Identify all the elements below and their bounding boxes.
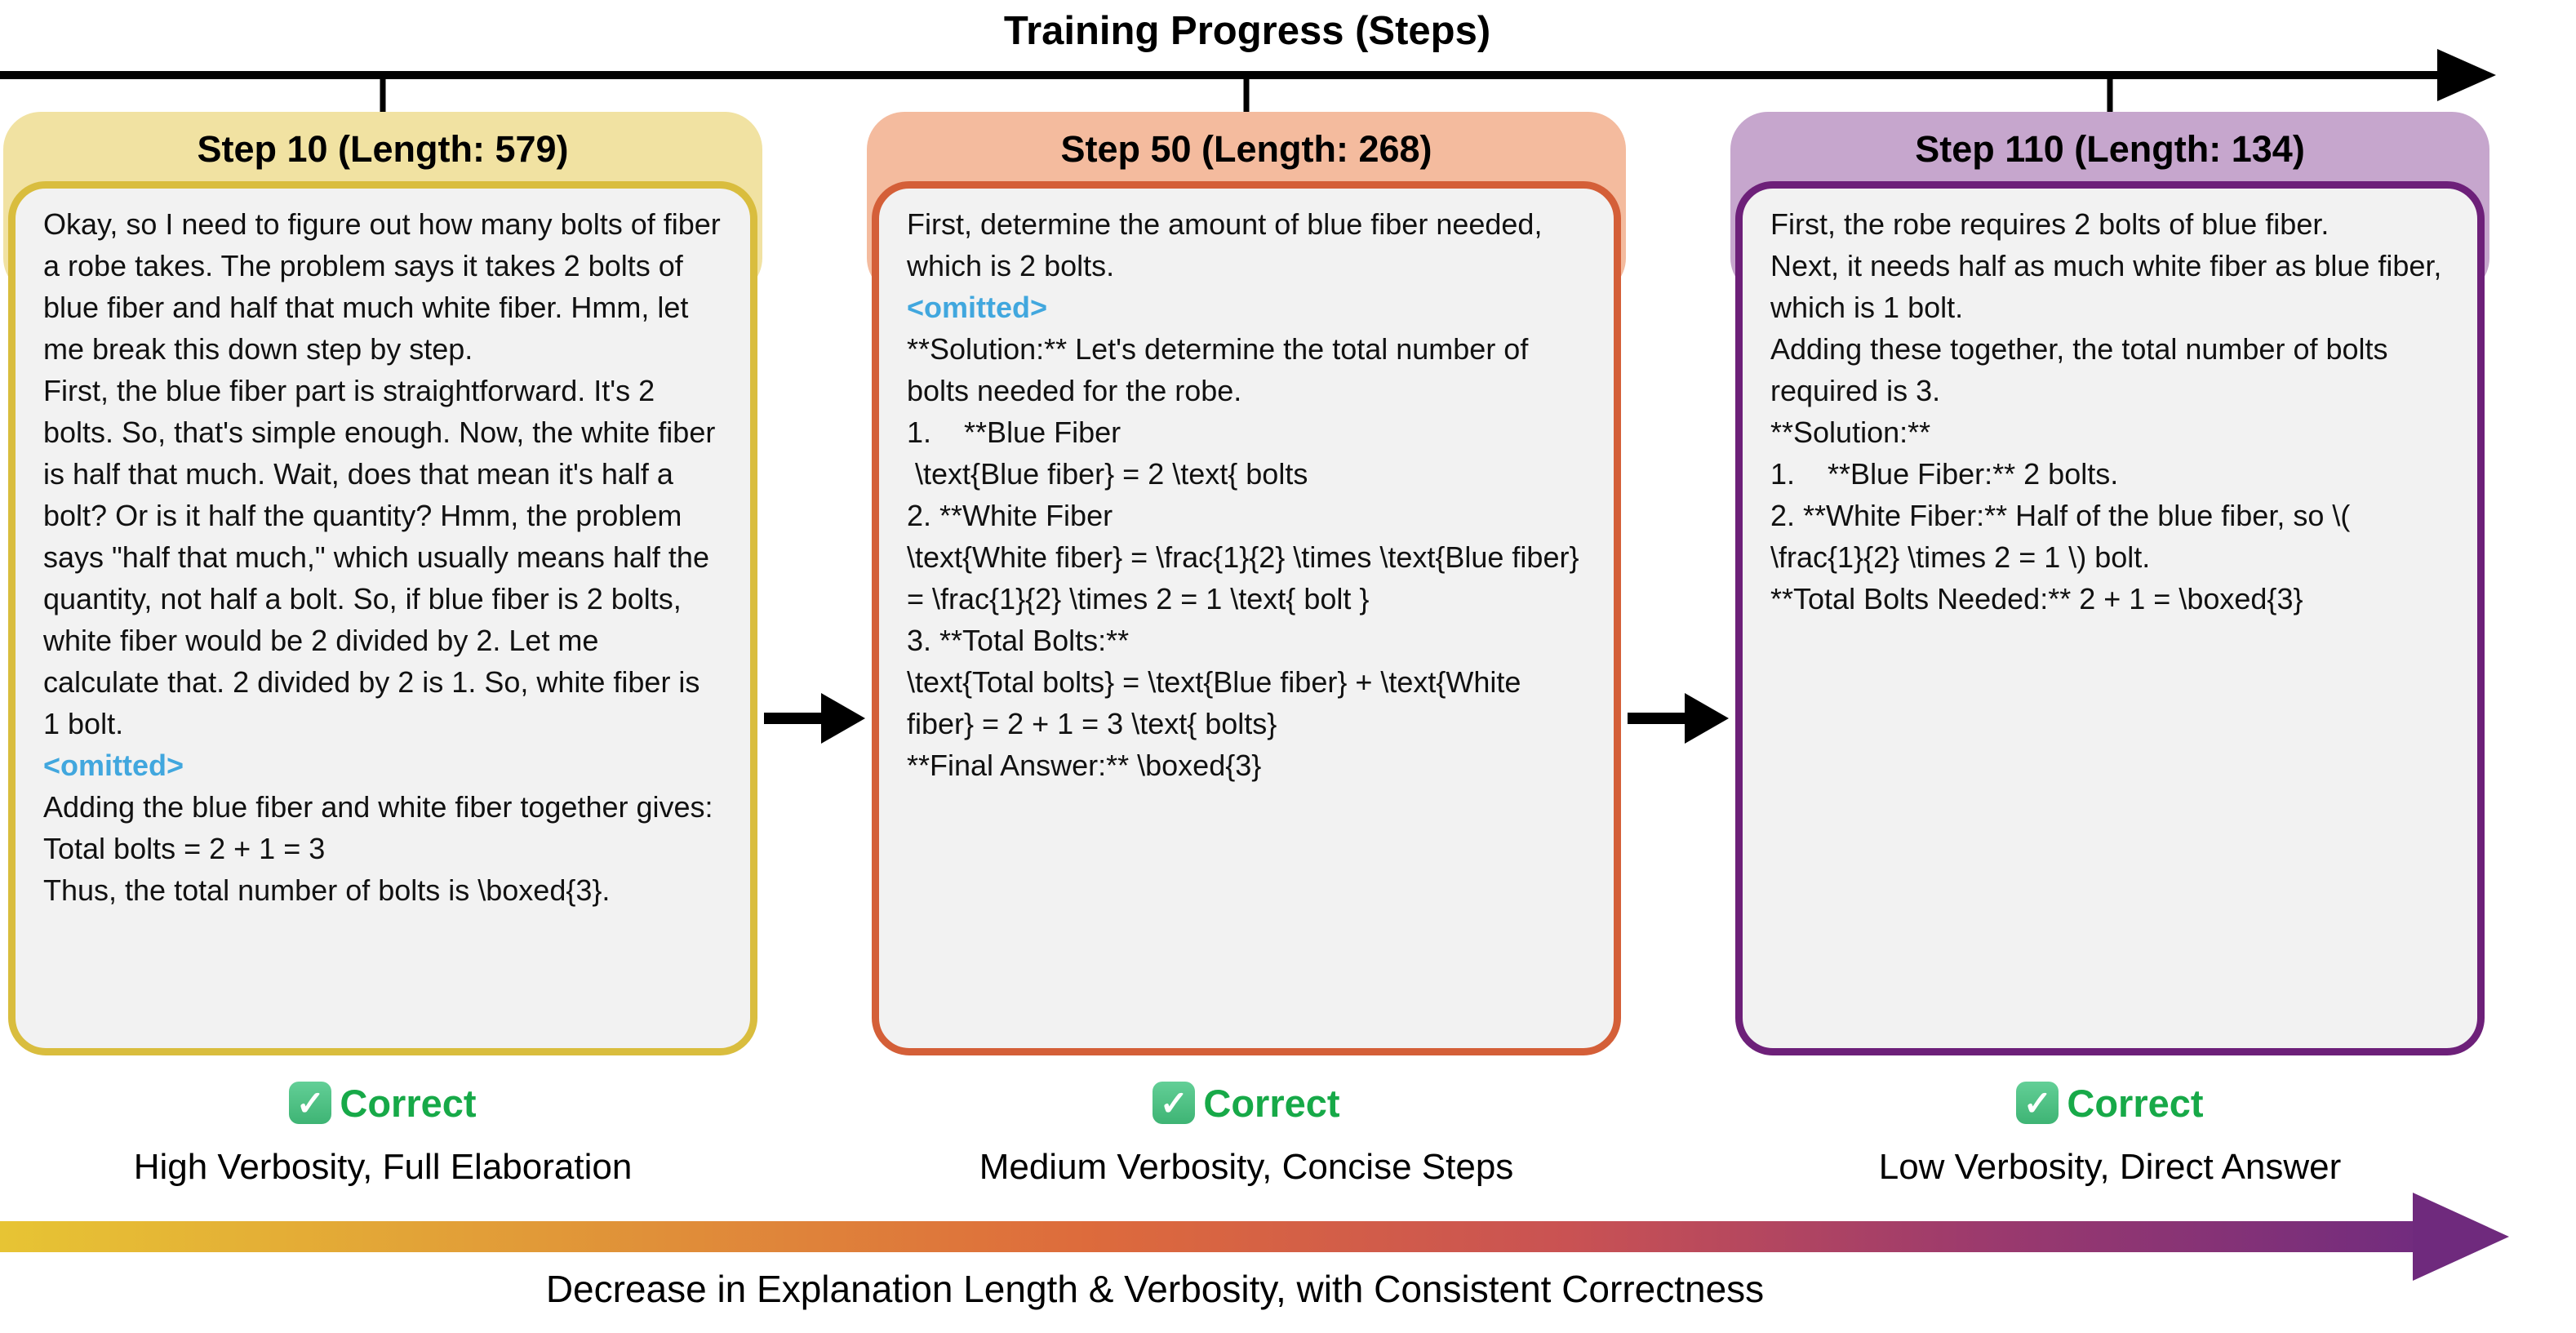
flow-arrow-1 xyxy=(764,693,867,744)
verdict-label: Correct xyxy=(1203,1081,1340,1125)
panel-text-segment: Thus, the total number of bolts is \boxe… xyxy=(43,873,611,907)
panel-text-segment: First, determine the amount of blue fibe… xyxy=(907,207,1551,282)
check-icon: ✓ xyxy=(289,1082,332,1124)
check-icon: ✓ xyxy=(2016,1082,2059,1124)
panel-title: Step 50 (Length: 268) xyxy=(1060,128,1432,170)
panel-content: Okay, so I need to figure out how many b… xyxy=(8,181,757,1055)
panel-text-segment: **Solution:** Let's determine the total … xyxy=(907,332,1537,407)
panel-content: First, the robe requires 2 bolts of blue… xyxy=(1735,181,2485,1055)
gradient-arrowhead-icon xyxy=(2413,1193,2509,1281)
flow-arrow-shaft xyxy=(1628,713,1686,724)
figure-title: Training Progress (Steps) xyxy=(1003,9,1491,53)
panels-row: Step 10 (Length: 579) Okay, so I need to… xyxy=(3,74,2489,1188)
panel: Step 110 (Length: 134) First, the robe r… xyxy=(1730,112,2489,1055)
verdict-badge: ✓ Correct xyxy=(289,1080,477,1126)
right-arrow-icon xyxy=(821,693,865,744)
timeline-tick xyxy=(1243,74,1250,113)
panel-text-segment: Total bolts = 2 + 1 = 3 xyxy=(43,832,326,865)
panel: Step 50 (Length: 268) First, determine t… xyxy=(867,112,1626,1055)
verbosity-caption: High Verbosity, Full Elaboration xyxy=(133,1147,633,1187)
panel-text-segment: Okay, so I need to figure out how many b… xyxy=(43,207,729,366)
timeline-tick xyxy=(380,74,386,113)
panel-content: First, determine the amount of blue fibe… xyxy=(872,181,1621,1055)
panel-column: Step 50 (Length: 268) First, determine t… xyxy=(867,74,1626,1188)
omitted-marker: <omitted> xyxy=(907,291,1048,324)
omitted-marker: <omitted> xyxy=(43,749,184,782)
panel-column: Step 110 (Length: 134) First, the robe r… xyxy=(1730,74,2489,1188)
verbosity-caption: Low Verbosity, Direct Answer xyxy=(1878,1147,2342,1187)
panel-title: Step 10 (Length: 579) xyxy=(197,128,569,170)
verdict-label: Correct xyxy=(2067,1081,2204,1125)
panel-text-segment: \text{Blue fiber} = 2 \text{ bolts xyxy=(907,457,1308,491)
verbosity-caption: Medium Verbosity, Concise Steps xyxy=(979,1147,1514,1187)
panel-text-segment: **Total Bolts Needed:** 2 + 1 = \boxed{3… xyxy=(1770,582,2303,615)
verdict-label: Correct xyxy=(340,1081,477,1125)
verdict-badge: ✓ Correct xyxy=(2016,1080,2204,1126)
panel-text-segment: **Final Answer:** \boxed{3} xyxy=(907,749,1262,782)
flow-arrow-shaft xyxy=(764,713,823,724)
panel-title: Step 110 (Length: 134) xyxy=(1915,128,2305,170)
gradient-arrow-bar xyxy=(0,1221,2414,1252)
bottom-caption: Decrease in Explanation Length & Verbosi… xyxy=(545,1268,1765,1310)
panel-text-segment: 1. **Blue Fiber:** 2 bolts. xyxy=(1770,457,2119,491)
right-arrow-icon xyxy=(1685,693,1729,744)
panel-column: Step 10 (Length: 579) Okay, so I need to… xyxy=(3,74,762,1188)
verdict-badge: ✓ Correct xyxy=(1153,1080,1340,1126)
panel-text-segment: **Solution:** xyxy=(1770,415,1931,449)
flow-arrow-2 xyxy=(1628,693,1730,744)
panel-text-segment: Adding these together, the total number … xyxy=(1770,332,2396,407)
panel-text-segment: \text{White fiber} = \frac{1}{2} \times … xyxy=(907,540,1588,615)
panel-text-segment: 3. **Total Bolts:** xyxy=(907,624,1130,657)
panel-text-segment: 2. **White Fiber xyxy=(907,499,1113,532)
panel-text-segment: First, the robe requires 2 bolts of blue… xyxy=(1770,207,2330,241)
panel-text-segment: Next, it needs half as much white fiber … xyxy=(1770,249,2450,324)
timeline-tick xyxy=(2107,74,2113,113)
timeline-arrowhead-icon xyxy=(2437,49,2496,101)
panel-text-segment: 1. **Blue Fiber xyxy=(907,415,1121,449)
timeline-axis xyxy=(0,49,2496,101)
panel-text-segment: \text{Total bolts} = \text{Blue fiber} +… xyxy=(907,665,1530,740)
panel-text-segment: First, the blue fiber part is straightfo… xyxy=(43,374,724,740)
check-icon: ✓ xyxy=(1153,1082,1196,1124)
panel-text-segment: Adding the blue fiber and white fiber to… xyxy=(43,790,713,824)
panel: Step 10 (Length: 579) Okay, so I need to… xyxy=(3,112,762,1055)
panel-text-segment: 2. **White Fiber:** Half of the blue fib… xyxy=(1770,499,2359,574)
